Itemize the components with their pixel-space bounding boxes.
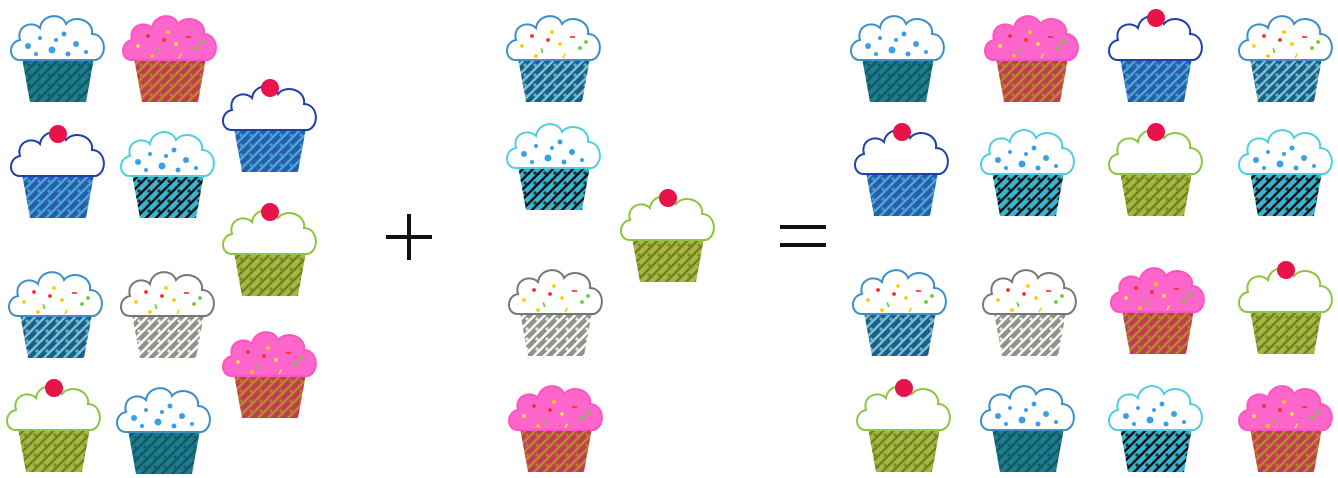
cupcake-white-cherry-blue: [854, 123, 949, 216]
cupcake-white-cherry-green: [1238, 261, 1333, 354]
cupcake-white-sprinkle-gray: [982, 269, 1077, 356]
cupcake-white-cherry-green: [6, 379, 101, 472]
cupcake-white-sprinkle-check: [1238, 15, 1333, 102]
cupcake-white-dot-teal: [10, 15, 105, 102]
plus-icon: [386, 214, 432, 260]
equals-sign: [778, 220, 828, 252]
plus-sign: [384, 212, 434, 262]
cupcake-pink-sprinkle-gold: [1110, 267, 1205, 354]
cupcake-white-dot-cyan: [1238, 129, 1333, 216]
cupcake-white-sprinkle-check: [8, 271, 103, 358]
cupcake-white-sprinkle-check: [852, 269, 947, 356]
cupcake-pink-sprinkle-gold: [222, 331, 317, 418]
cupcake-white-dot-teal: [116, 387, 211, 474]
cupcake-pink-sprinkle-gold: [984, 15, 1079, 102]
cupcake-white-cherry-blue: [222, 79, 317, 172]
cupcake-white-dot-cyan: [506, 123, 601, 210]
cupcake-white-sprinkle-gray: [508, 269, 603, 356]
equals-icon: [780, 225, 826, 247]
cupcake-white-cherry-blue: [10, 125, 105, 218]
cupcake-white-cherry-blue: [1108, 9, 1203, 102]
cupcake-white-dot-teal: [850, 15, 945, 102]
cupcake-white-sprinkle-check: [506, 15, 601, 102]
cupcake-white-dot-cyan: [120, 131, 215, 218]
cupcake-pink-sprinkle-gold: [122, 15, 217, 102]
cupcake-white-dot-teal: [980, 385, 1075, 472]
cupcake-white-dot-cyan: [1108, 385, 1203, 472]
cupcake-white-dot-cyan: [980, 129, 1075, 216]
cupcake-white-cherry-green: [620, 189, 715, 282]
cupcake-pink-sprinkle-gold: [508, 385, 603, 472]
cupcake-pink-sprinkle-gold: [1238, 385, 1333, 472]
cupcake-white-cherry-green: [856, 379, 951, 472]
cupcake-white-cherry-green: [222, 203, 317, 296]
cupcake-white-sprinkle-gray: [120, 271, 215, 358]
cupcake-white-cherry-green: [1108, 123, 1203, 216]
